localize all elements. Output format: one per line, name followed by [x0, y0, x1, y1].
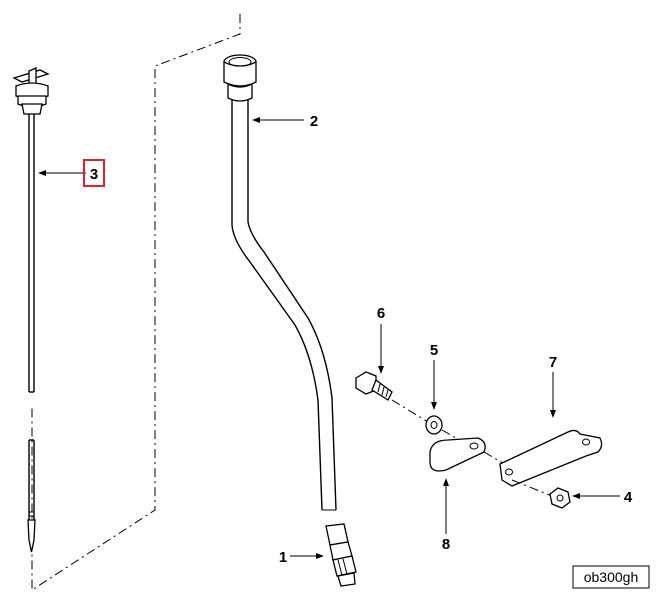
callout-1[interactable]: 1 — [279, 549, 287, 566]
reference-code-box: ob300gh — [572, 565, 650, 589]
highlight-box — [83, 159, 105, 187]
reference-code: ob300gh — [584, 569, 639, 585]
callout-2[interactable]: 2 — [310, 113, 318, 130]
dipstick[interactable] — [12, 67, 50, 553]
clamp[interactable] — [429, 437, 509, 472]
assembly-boundary-line — [31, 14, 241, 591]
callout-4[interactable]: 4 — [624, 489, 633, 506]
callout-8[interactable]: 8 — [442, 536, 450, 553]
bolt[interactable] — [355, 371, 429, 423]
callout-7[interactable]: 7 — [549, 354, 557, 371]
leader-lines — [38, 117, 620, 559]
callout-6[interactable]: 6 — [377, 305, 385, 322]
bracket[interactable] — [499, 429, 603, 497]
callout-3[interactable]: 3 — [90, 166, 98, 183]
callout-5[interactable]: 5 — [430, 342, 438, 359]
nut[interactable] — [549, 487, 571, 509]
tube-fitting[interactable] — [325, 523, 357, 587]
dipstick-tube[interactable] — [223, 54, 337, 511]
